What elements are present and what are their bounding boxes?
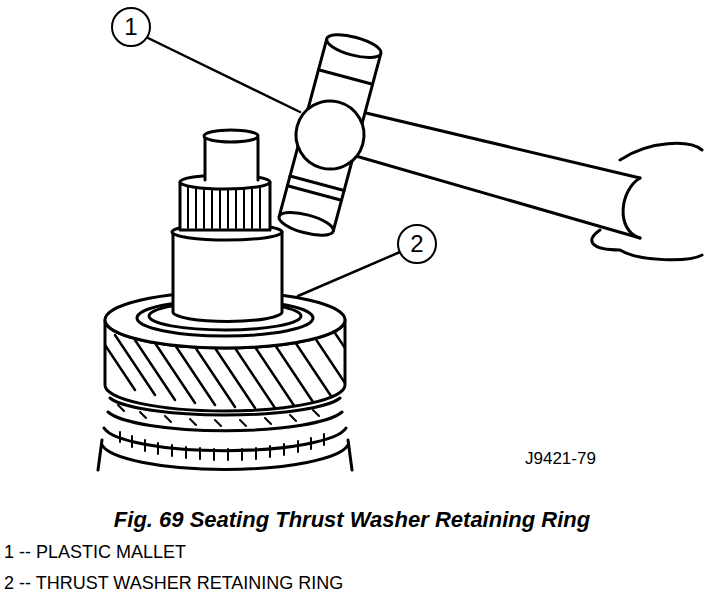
leader-line	[148, 38, 300, 112]
output-shaft	[172, 130, 282, 321]
figure-caption: Fig. 69 Seating Thrust Washer Retaining …	[114, 508, 590, 532]
callout-circle: 1	[111, 7, 151, 47]
legend-line: 2 -- THRUST WASHER RETAINING RING	[4, 574, 343, 594]
housing-line	[98, 440, 352, 470]
callout-number: 2	[410, 232, 423, 256]
callout-circle: 2	[397, 224, 437, 264]
callout-number: 1	[124, 15, 137, 39]
leader-line	[298, 252, 400, 296]
plastic-mallet	[271, 29, 702, 260]
legend-line: 1 -- PLASTIC MALLET	[4, 543, 186, 563]
figure-code: J9421-79	[525, 450, 596, 469]
